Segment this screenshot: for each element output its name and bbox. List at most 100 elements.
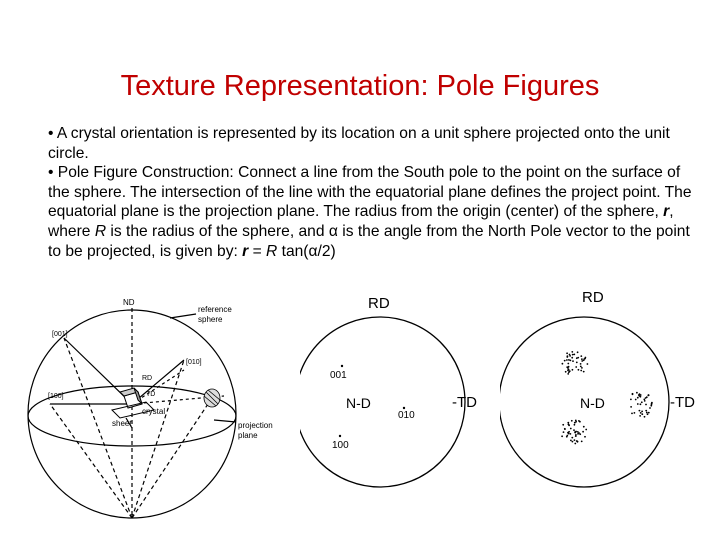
label-projection: projection — [238, 421, 273, 430]
cluster-dot — [650, 404, 653, 407]
cluster-dot — [631, 412, 633, 415]
cluster-dot — [575, 366, 578, 368]
projection-line-3 — [131, 359, 185, 519]
pf1-dot-100 — [338, 434, 342, 438]
cluster-dot — [566, 367, 569, 369]
label-sheet: sheet — [112, 419, 132, 428]
bullet-construction: • Pole Figure Construction: Connect a li… — [48, 163, 698, 261]
cluster-dot — [569, 427, 572, 430]
cluster-dot — [562, 423, 565, 426]
cluster-dot — [566, 356, 569, 358]
cluster-dot — [570, 439, 572, 442]
cluster-dot — [569, 433, 572, 435]
cluster-dot — [574, 431, 576, 433]
cluster-dot — [573, 439, 576, 441]
cluster-dot — [579, 365, 582, 368]
cluster-dot — [575, 357, 578, 360]
projection-line-4 — [131, 397, 213, 519]
cluster-dot — [579, 363, 582, 365]
cluster-dot — [639, 415, 641, 417]
cluster-dot — [573, 429, 575, 431]
cluster-dot — [582, 370, 585, 373]
cluster-dot — [571, 351, 574, 353]
cluster-dot — [575, 440, 578, 442]
ref-sphere-pointer — [169, 313, 197, 319]
slide-title: Texture Representation: Pole Figures — [120, 70, 600, 102]
cluster-bottom — [561, 419, 588, 445]
cluster-dot — [636, 396, 639, 399]
construction-text-a: • Pole Figure Construction: Connect a li… — [48, 164, 692, 221]
cluster-dot — [567, 373, 570, 375]
cluster-dot — [639, 394, 642, 396]
pole-010-line — [131, 359, 185, 405]
cluster-dot — [645, 396, 648, 399]
cluster-dot — [567, 432, 570, 435]
cluster-dot — [575, 420, 577, 423]
crystal-cube — [111, 387, 155, 419]
cluster-dot — [643, 415, 646, 418]
cluster-dot — [561, 362, 564, 365]
label-sphere: sphere — [198, 315, 223, 324]
label-001: [001] — [52, 331, 68, 338]
pole-figure-clusters: RD -TD N-D — [500, 289, 695, 488]
label-crystal: crystal — [142, 407, 165, 416]
cluster-dot — [640, 401, 643, 404]
cluster-dot — [634, 398, 637, 401]
cluster-dot — [570, 419, 573, 422]
cluster-dot — [571, 356, 574, 359]
cluster-dot — [647, 394, 650, 397]
cluster-dot — [647, 411, 650, 414]
pf1-nd-label: N-D — [346, 395, 371, 411]
cluster-dot — [573, 353, 576, 356]
pole-figure-circle-2 — [500, 316, 670, 488]
formula-R: R — [266, 242, 278, 260]
cluster-dot — [581, 358, 583, 360]
cluster-dot — [573, 423, 576, 426]
pf1-pole-100: 100 — [332, 440, 349, 451]
cluster-dot — [630, 398, 632, 401]
cluster-dot — [643, 400, 646, 402]
cluster-dot — [646, 413, 649, 416]
cluster-dot — [580, 369, 583, 372]
cluster-dot — [571, 436, 574, 439]
cluster-dot — [574, 442, 577, 445]
cluster-dot — [579, 433, 582, 436]
construction-text-d: is the angle from the North Pole vector … — [48, 222, 690, 260]
pf1-pole-001: 001 — [330, 370, 347, 381]
cluster-dot — [581, 367, 583, 369]
cluster-dot — [571, 353, 574, 356]
cluster-dot — [576, 351, 579, 354]
cluster-dot — [573, 421, 576, 424]
pf2-nd-label: N-D — [580, 395, 605, 411]
bullet-orientation: • A crystal orientation is represented b… — [48, 125, 670, 162]
pf1-rd-label: RD — [368, 295, 390, 312]
cluster-dot — [649, 407, 651, 409]
pf2-rd-label: RD — [582, 289, 604, 306]
cluster-dot — [567, 369, 569, 372]
cluster-dot — [564, 370, 567, 373]
cluster-dot — [568, 430, 570, 433]
cluster-dot — [637, 394, 640, 396]
cluster-dot — [564, 428, 566, 430]
cluster-dot — [577, 433, 579, 435]
cluster-top — [561, 351, 589, 375]
cluster-dot — [645, 411, 648, 414]
projection-line-1 — [63, 337, 133, 519]
formula-alpha: α — [308, 242, 318, 260]
cluster-dot — [569, 359, 572, 362]
label-100: [100] — [48, 393, 64, 400]
cluster-dot — [633, 412, 636, 414]
symbol-R: R — [94, 222, 107, 240]
cluster-dot — [563, 359, 566, 362]
cluster-dot — [567, 423, 570, 426]
cluster-dot — [566, 359, 568, 361]
formula-tan: tan( — [277, 242, 309, 260]
cluster-dot — [584, 356, 587, 359]
cluster-dot — [636, 403, 639, 405]
cluster-dot — [567, 421, 570, 424]
formula-end: /2) — [317, 242, 336, 260]
cluster-dot — [566, 352, 568, 355]
pf1-td-label: -TD — [452, 394, 477, 411]
cluster-dot — [578, 420, 580, 422]
cluster-dot — [631, 393, 634, 396]
